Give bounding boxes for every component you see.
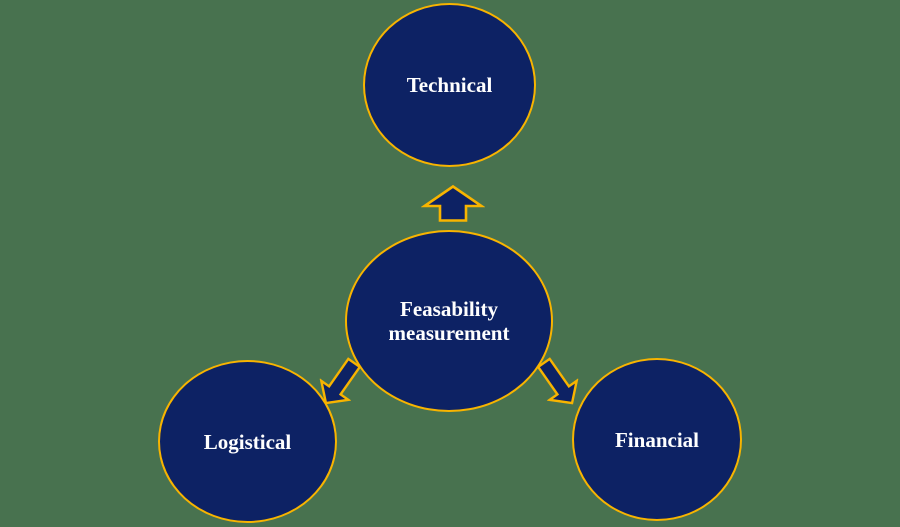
node-financial-label: Financial — [614, 427, 699, 452]
center-label-line1: Feasability — [400, 297, 498, 321]
down-left-arrow-icon — [309, 350, 371, 416]
node-financial: Financial — [572, 358, 742, 521]
down-right-arrow-icon — [527, 350, 589, 416]
node-technical: Technical — [363, 3, 536, 167]
node-logistical-label: Logistical — [203, 429, 292, 454]
node-technical-label: Technical — [406, 73, 493, 97]
node-feasibility-measurement: Feasability measurement — [345, 230, 553, 412]
up-arrow-icon — [421, 184, 485, 223]
center-label-line2: measurement — [388, 321, 510, 345]
node-logistical: Logistical — [158, 360, 337, 523]
